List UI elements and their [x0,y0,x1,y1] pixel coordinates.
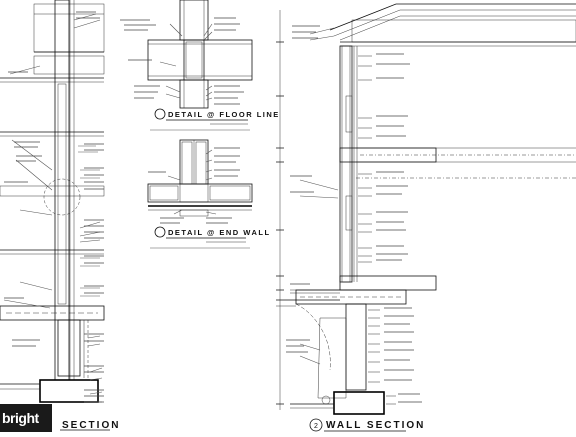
floor-joist-insulation [147,39,253,81]
wall-section: 2 WALL SECTION [276,3,576,432]
floor-joist-band [0,185,105,197]
wall-section-number: 2 [314,423,318,430]
slab [0,305,105,321]
section-number-circle [309,418,323,432]
end-wall-floor-band [147,183,253,203]
wall-insulation [57,83,67,305]
detail-end-wall: DETAIL @ END WALL [147,139,271,249]
foundation-wall [57,319,81,377]
detail-floor-line-title: DETAIL @ FLOOR LINE [168,110,280,119]
gravel-backfill [317,317,347,399]
wall-stud-lower [179,79,209,109]
footing-right [333,391,385,415]
wall-section-title: WALL SECTION [326,420,425,431]
footing [39,379,99,403]
left-section: SECTION [0,0,120,431]
roof-line [329,3,576,31]
foundation-wall-right [345,303,367,391]
watermark-logo: bright [0,404,52,432]
ceiling-insulation [351,19,576,43]
detail-end-wall-title: DETAIL @ END WALL [168,228,271,237]
detail-floor-line: DETAIL @ FLOOR LINE [120,0,280,131]
wall-column [54,0,70,381]
detail-callout-circle [43,178,81,216]
left-section-title: SECTION [62,420,120,431]
